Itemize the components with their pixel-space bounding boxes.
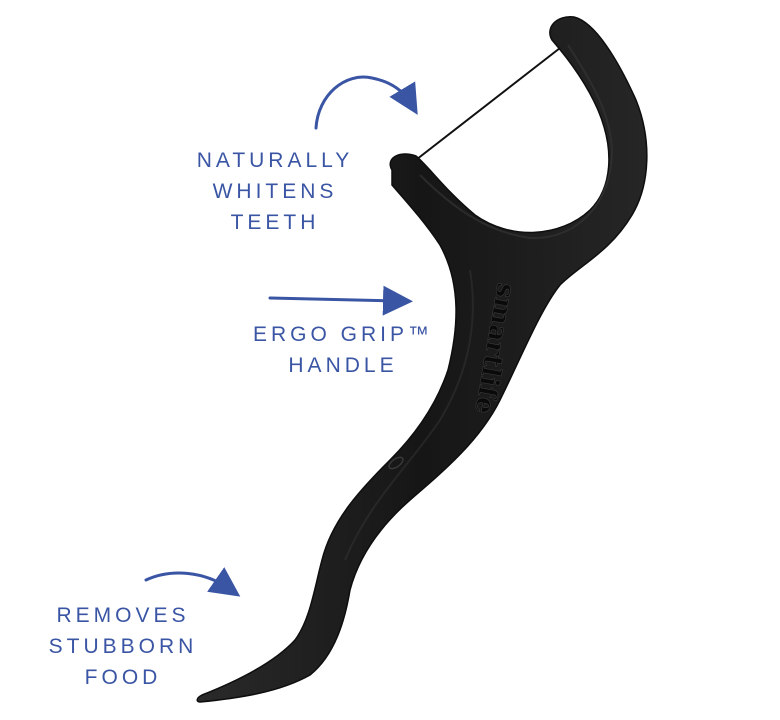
- flosser-body: [196, 16, 648, 703]
- callout-whitens-teeth: NATURALLY WHITENS TEETH: [180, 145, 370, 238]
- callout-line: ERGO GRIP™: [252, 323, 434, 346]
- straight-arrow-icon: [268, 285, 413, 316]
- fork-groove: [419, 44, 614, 240]
- callout-line: REMOVES: [56, 604, 190, 627]
- callout-line: FOOD: [84, 666, 162, 689]
- callout-line: WHITENS: [212, 180, 338, 203]
- callout-ergo-grip: ERGO GRIP™ HANDLE: [238, 319, 448, 381]
- leaf-mark-icon: [388, 456, 404, 470]
- callout-removes-food: REMOVES STUBBORN FOOD: [28, 600, 218, 693]
- curved-arrow-icon: [144, 567, 241, 597]
- curved-arrow-icon: [314, 75, 418, 130]
- floss-string: [411, 47, 561, 164]
- callout-line: STUBBORN: [48, 635, 198, 658]
- callout-line: HANDLE: [288, 354, 398, 377]
- callout-line: TEETH: [230, 211, 320, 234]
- handle-groove: [344, 269, 474, 561]
- callout-line: NATURALLY: [196, 149, 354, 172]
